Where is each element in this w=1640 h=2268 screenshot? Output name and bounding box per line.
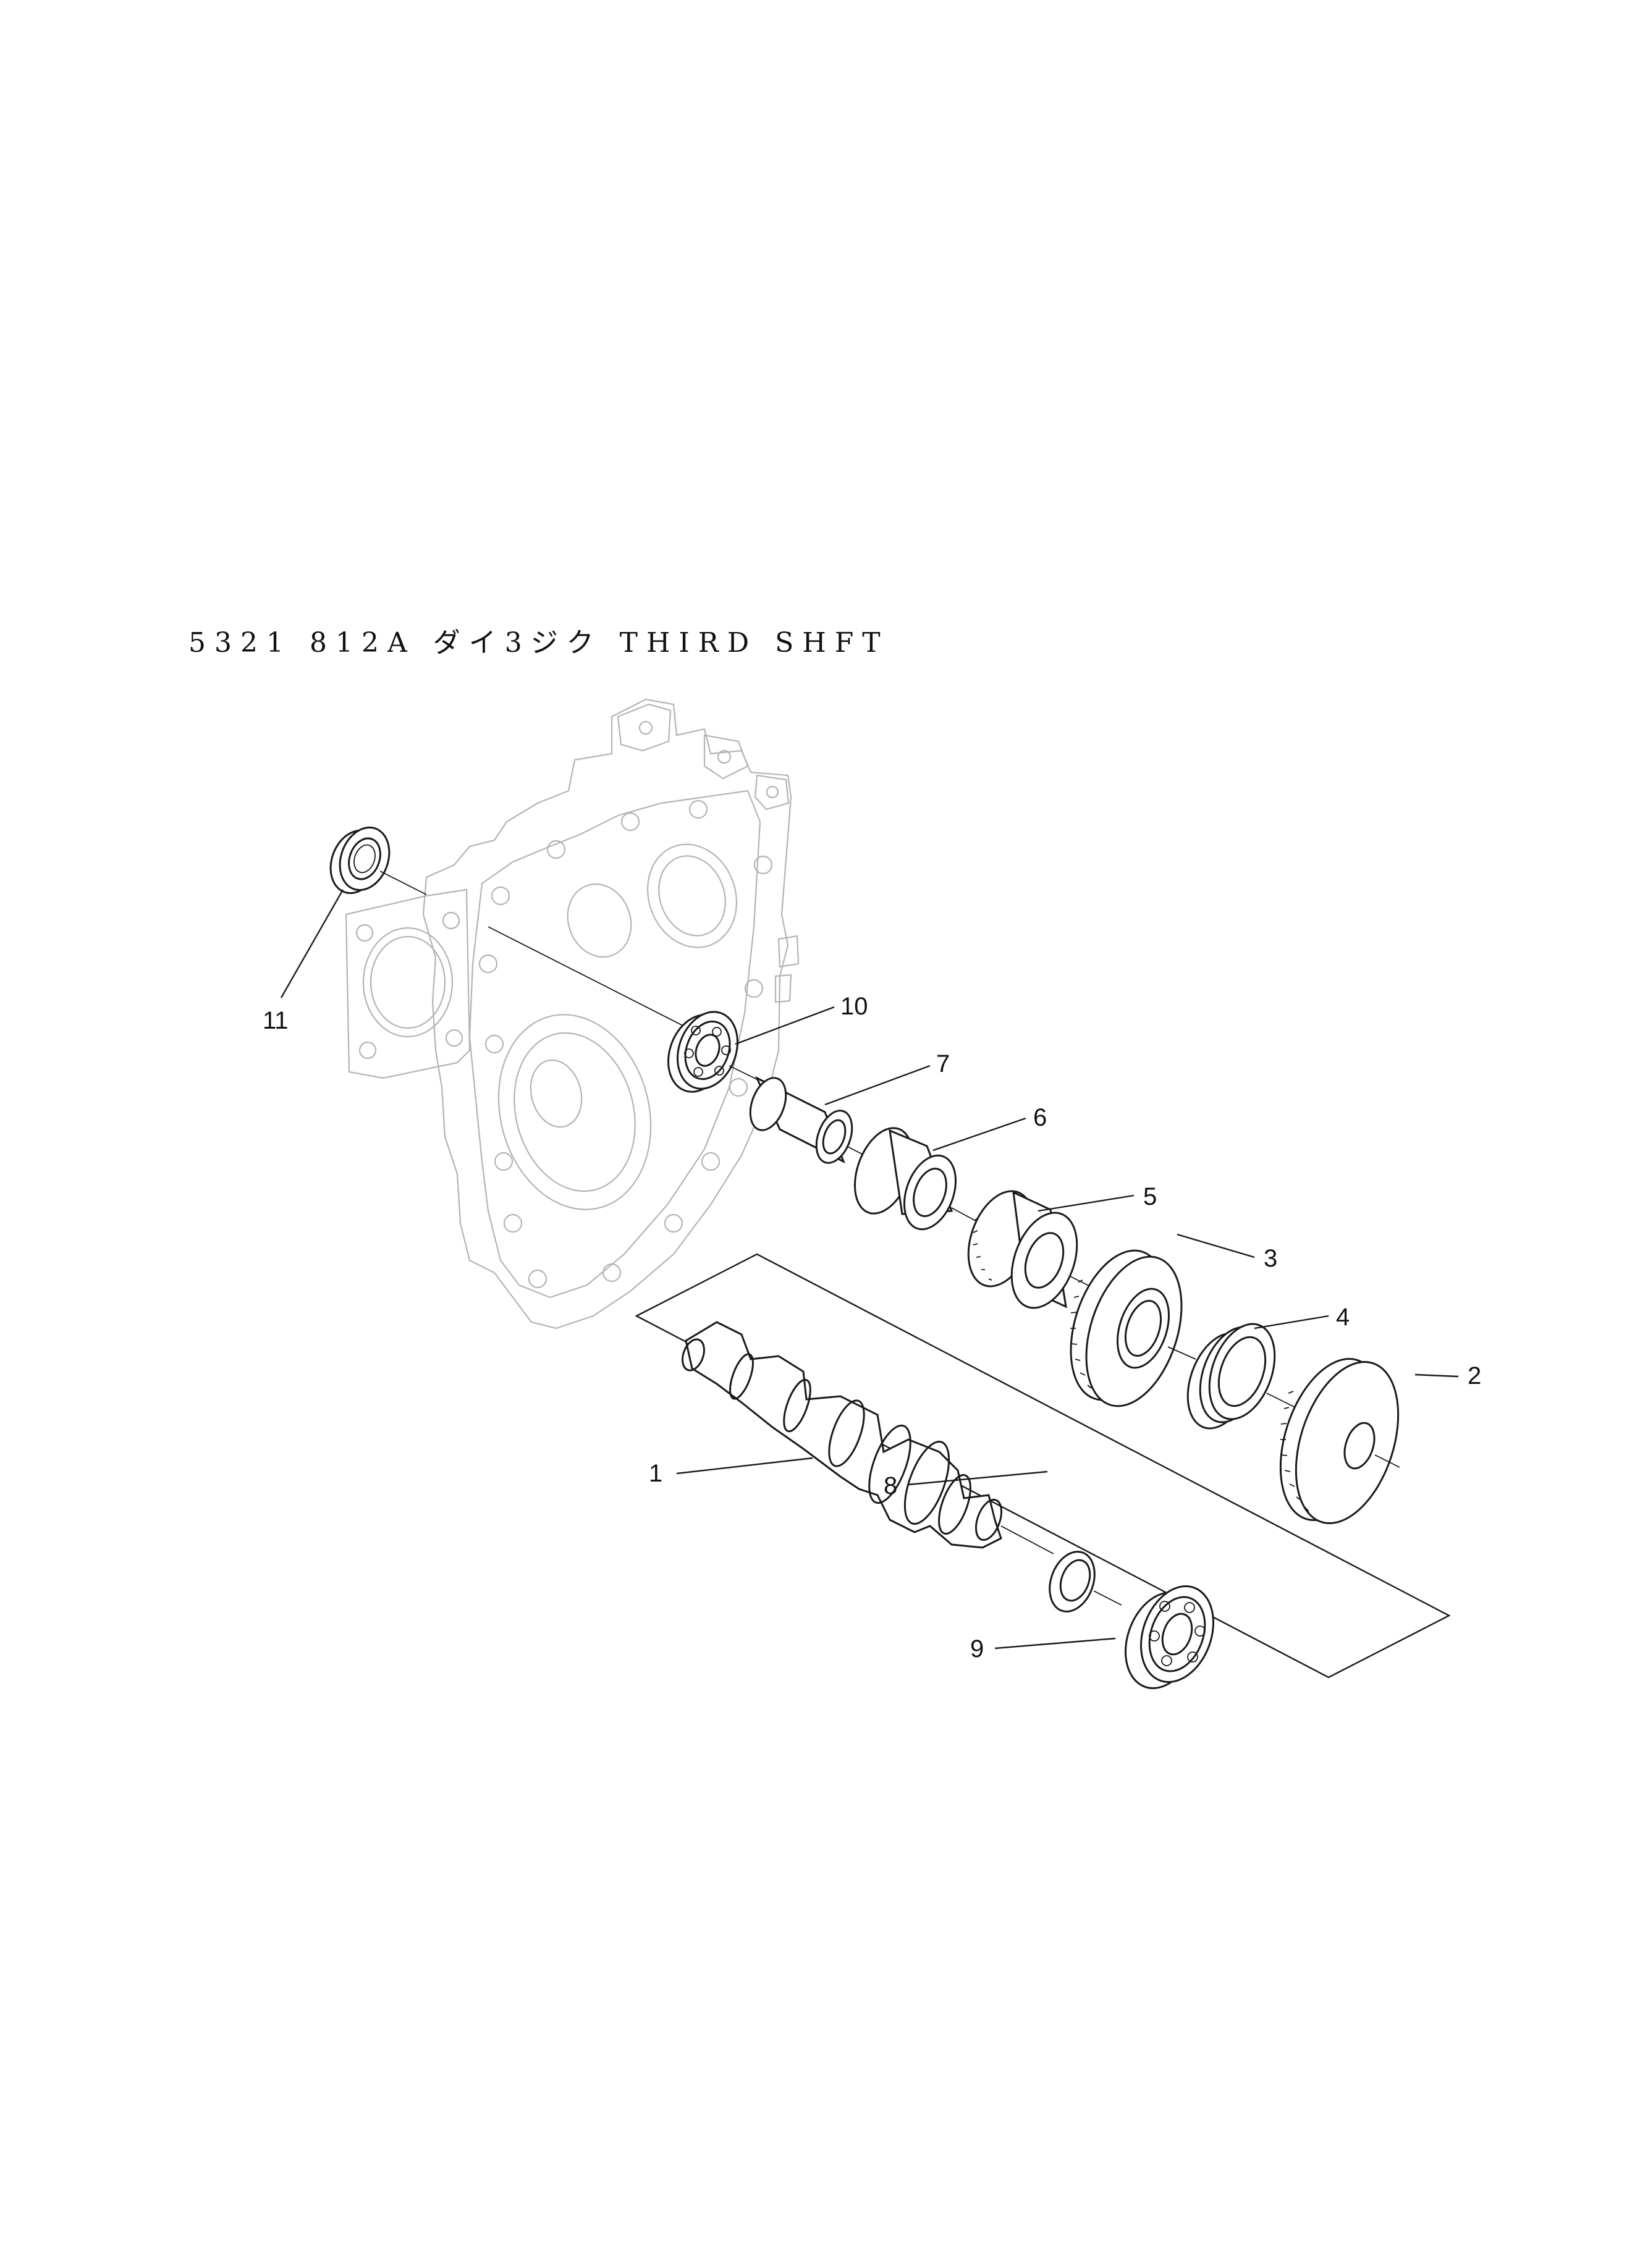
spacer-ring-part-4 bbox=[1186, 1323, 1276, 1430]
small-gear-part-5 bbox=[967, 1190, 1078, 1309]
oil-seal-part-11 bbox=[329, 826, 391, 895]
assembly-axis-line bbox=[379, 871, 427, 895]
ball-bearing-part-10 bbox=[667, 1011, 738, 1093]
large-gear-part-3 bbox=[1070, 1249, 1183, 1407]
callout-2: 2 bbox=[1468, 1362, 1481, 1389]
subassembly-bracket bbox=[635, 1253, 1451, 1679]
collar-part-7 bbox=[749, 1076, 853, 1164]
callout-7: 7 bbox=[936, 1050, 950, 1077]
stepped-bushing-part-6 bbox=[853, 1127, 957, 1231]
leader-lines bbox=[280, 889, 1459, 1650]
callout-10: 10 bbox=[840, 993, 868, 1020]
callout-6: 6 bbox=[1033, 1104, 1047, 1131]
callout-4: 4 bbox=[1336, 1304, 1350, 1331]
diagram-title: 5321 812A ダイ3ジク THIRD SHFT bbox=[188, 627, 889, 659]
callout-9: 9 bbox=[970, 1635, 984, 1663]
callout-1: 1 bbox=[649, 1460, 662, 1487]
callout-8: 8 bbox=[884, 1472, 897, 1499]
large-gear-part-2 bbox=[1279, 1358, 1400, 1524]
washer-part-8 bbox=[1049, 1551, 1096, 1612]
callout-5: 5 bbox=[1143, 1183, 1157, 1210]
gear-case-housing bbox=[345, 698, 800, 1330]
assembly-axis-line bbox=[488, 926, 683, 1026]
callout-11: 11 bbox=[263, 1007, 289, 1034]
ball-bearing-part-9 bbox=[1125, 1585, 1214, 1689]
third-shaft-part-1 bbox=[682, 1321, 1003, 1549]
callout-3: 3 bbox=[1264, 1245, 1277, 1272]
part-callouts: 1 2 3 4 5 6 7 8 9 10 11 bbox=[263, 993, 1481, 1663]
